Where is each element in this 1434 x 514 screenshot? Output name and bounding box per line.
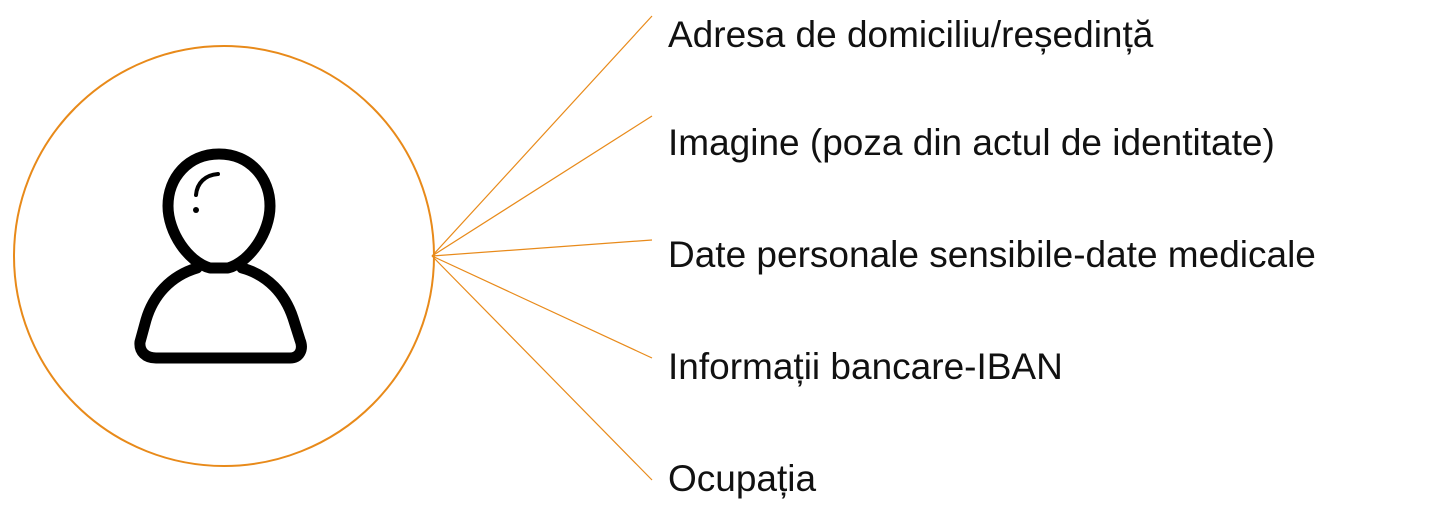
- head-highlight-dot: [193, 207, 199, 213]
- person-circle: [13, 45, 435, 467]
- connector-line-0: [431, 15, 653, 257]
- item-label-bank-info: Informații bancare-IBAN: [668, 346, 1063, 387]
- item-label-medical-data: Date personale sensibile-date medicale: [668, 234, 1316, 275]
- item-label-occupation: Ocupația: [668, 458, 817, 499]
- item-label-image: Imagine (poza din actul de identitate): [668, 122, 1275, 163]
- connector-line-4: [431, 255, 653, 481]
- user-icon: [134, 148, 307, 364]
- connector-line-1: [431, 115, 653, 257]
- head-highlight: [194, 172, 220, 197]
- connector-lines: [431, 15, 653, 481]
- item-label-address: Adresa de domiciliu/reședință: [668, 14, 1154, 55]
- connector-line-3: [431, 255, 653, 359]
- connector-line-2: [431, 239, 653, 257]
